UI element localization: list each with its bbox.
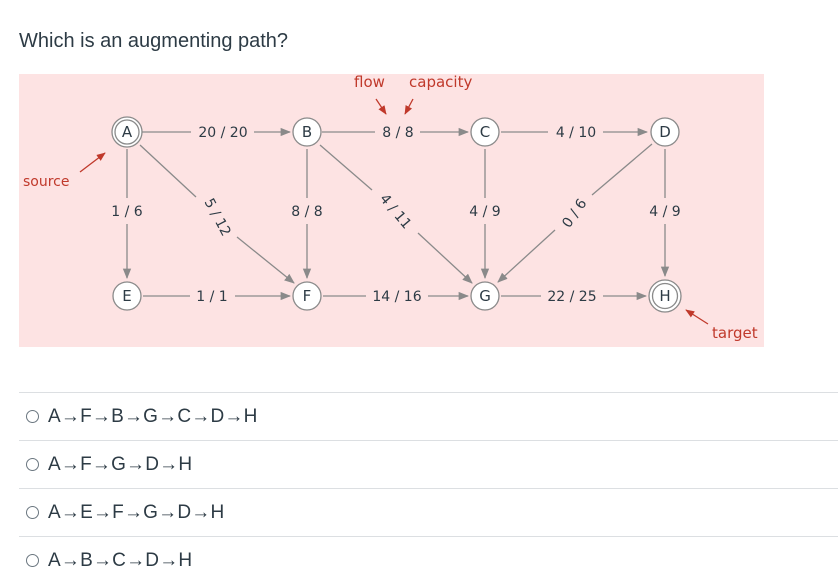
node-c [470, 117, 500, 147]
edge-label-b-c: 8 / 8 [382, 125, 413, 141]
edge-a-f-head [236, 236, 295, 284]
target-label: target [712, 324, 758, 342]
edge-label-c-g: 4 / 9 [469, 204, 500, 220]
edge-b-g [319, 144, 373, 191]
edge-label-g-h: 22 / 25 [547, 289, 596, 305]
legend-capacity: capacity [409, 73, 472, 91]
node-label-f: F [303, 287, 312, 305]
edge-label-e-f: 1 / 1 [196, 289, 227, 305]
radio-button[interactable] [26, 554, 39, 567]
diagram-background [19, 74, 764, 347]
node-label-a: A [122, 123, 133, 141]
legend-flow: flow [354, 73, 385, 91]
flow-network-diagram: flow capacity source target [19, 73, 764, 347]
node-b [292, 117, 322, 147]
node-f [292, 281, 322, 311]
answer-option-4[interactable]: A→B→C→D→H [19, 536, 838, 584]
answer-option-1[interactable]: A→F→B→G→C→D→H [19, 392, 838, 440]
edge-label-c-d: 4 / 10 [556, 125, 596, 141]
edge-d-g-head [497, 229, 556, 283]
node-e [112, 281, 142, 311]
radio-button[interactable] [26, 506, 39, 519]
edge-b-g-head [417, 232, 473, 284]
option-label: A→F→B→G→C→D→H [48, 405, 258, 427]
answer-option-3[interactable]: A→E→F→G→D→H [19, 488, 838, 536]
node-d [650, 117, 680, 147]
node-label-d: D [659, 123, 671, 141]
edge-label-d-h: 4 / 9 [649, 204, 680, 220]
node-label-g: G [479, 287, 491, 305]
edge-label-f-g: 14 / 16 [372, 289, 421, 305]
edge-label-b-f: 8 / 8 [291, 204, 322, 220]
option-label: A→E→F→G→D→H [48, 501, 225, 523]
node-a [111, 116, 143, 148]
edge-a-f [139, 144, 197, 198]
node-label-c: C [480, 123, 490, 141]
answer-options: A→F→B→G→C→D→H A→F→G→D→H A→E→F→G→D→H A→B→… [19, 392, 838, 584]
edge-label-a-e: 1 / 6 [111, 204, 143, 220]
target-arrow [685, 309, 709, 325]
node-label-b: B [302, 123, 312, 141]
answer-option-2[interactable]: A→F→G→D→H [19, 440, 838, 488]
node-g [470, 281, 500, 311]
radio-button[interactable] [26, 458, 39, 471]
node-label-e: E [122, 287, 131, 305]
option-label: A→B→C→D→H [48, 549, 193, 571]
edge-label-a-b: 20 / 20 [198, 125, 247, 141]
question-text: Which is an augmenting path? [19, 30, 289, 52]
radio-button[interactable] [26, 410, 39, 423]
edge-d-g [591, 143, 653, 196]
option-label: A→F→G→D→H [48, 453, 193, 475]
node-h [648, 279, 682, 313]
source-label: source [23, 174, 70, 190]
legend-flow-arrow [375, 98, 387, 115]
node-label-h: H [659, 287, 670, 305]
legend-capacity-arrow [404, 98, 414, 115]
source-arrow [79, 152, 106, 173]
